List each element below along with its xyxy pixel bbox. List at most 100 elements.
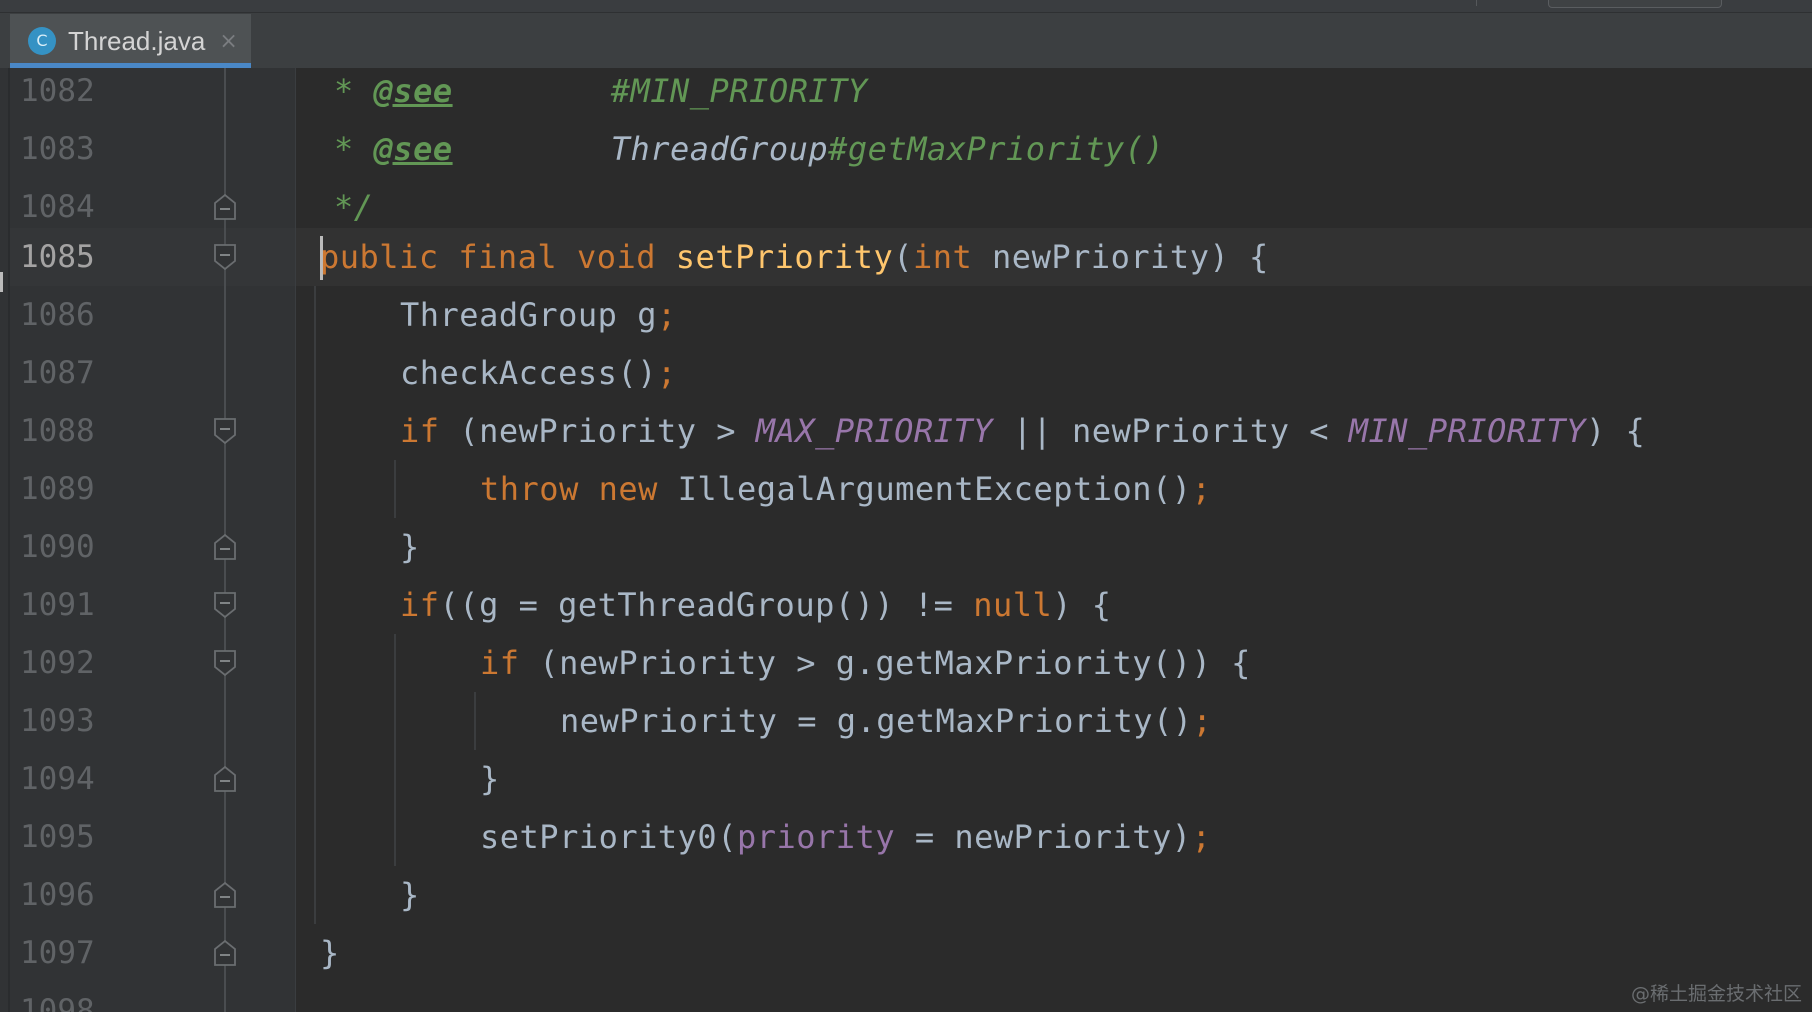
code-text: ) { — [1052, 586, 1112, 624]
doc-gap — [453, 130, 611, 168]
keyword: final — [458, 238, 558, 276]
code-line-1089: throw new IllegalArgumentException(); — [480, 460, 1211, 518]
line-number: 1082 — [20, 73, 95, 109]
field-reference[interactable]: priority — [736, 818, 896, 856]
close-icon[interactable]: × — [219, 28, 238, 54]
code-text: ) { — [1585, 412, 1646, 450]
javadoc-see-tag[interactable]: @see — [373, 130, 453, 168]
code-text: ((g = getThreadGroup()) != — [439, 586, 974, 624]
semicolon: ; — [656, 354, 677, 392]
keyword: new — [598, 470, 658, 508]
line-number: 1096 — [20, 877, 95, 913]
code-text: } — [320, 934, 340, 972]
javadoc-reference-class[interactable]: ThreadGroup — [610, 130, 829, 168]
code-text: (newPriority > g.getMaxPriority()) { — [519, 644, 1251, 682]
fold-end-icon[interactable] — [213, 533, 237, 561]
code-line-1082: * @see #MIN_PRIORITY — [334, 62, 868, 120]
javadoc-reference-member[interactable]: #getMaxPriority() — [828, 130, 1165, 168]
fold-start-icon[interactable] — [213, 417, 237, 445]
gutter-edge — [8, 68, 10, 1012]
method-name[interactable]: setPriority — [675, 238, 894, 276]
line-number: 1086 — [20, 297, 95, 333]
line-number-gutter: 1082 1083 1084 1085 1086 1087 1088 1089 … — [0, 68, 296, 1012]
code-line-1085: public final void setPriority(int newPri… — [320, 228, 1269, 286]
fold-end-icon[interactable] — [213, 881, 237, 909]
keyword: void — [576, 238, 657, 276]
code-line-1097: } — [320, 924, 340, 982]
toolbar-control[interactable] — [1548, 0, 1722, 8]
fold-end-icon[interactable] — [213, 193, 237, 221]
code-line-1083: * @see ThreadGroup#getMaxPriority() — [334, 120, 1164, 178]
code-line-1091: if((g = getThreadGroup()) != null) { — [400, 576, 1112, 634]
fold-end-icon[interactable] — [213, 939, 237, 967]
code-text: } — [400, 528, 420, 566]
indent-guide — [474, 692, 476, 750]
line-number: 1093 — [20, 703, 95, 739]
line-number: 1089 — [20, 471, 95, 507]
tab-thread-java[interactable]: C Thread.java × — [10, 14, 251, 68]
code-line-1095: setPriority0(priority = newPriority); — [480, 808, 1211, 866]
code-line-1090: } — [400, 518, 420, 576]
code-text: IllegalArgumentException() — [657, 470, 1192, 508]
line-number: 1092 — [20, 645, 95, 681]
line-number: 1084 — [20, 189, 95, 225]
text-caret — [320, 236, 323, 280]
line-number: 1097 — [20, 935, 95, 971]
javadoc-see-tag[interactable]: @see — [373, 72, 453, 110]
code-line-1088: if (newPriority > MAX_PRIORITY || newPri… — [400, 402, 1645, 460]
active-tab-indicator — [10, 63, 251, 68]
code-text: = newPriority) — [895, 818, 1192, 856]
doc-comment-end: */ — [334, 188, 374, 226]
keyword: int — [912, 238, 973, 276]
code-line-1087: checkAccess(); — [400, 344, 677, 402]
code-editor[interactable]: 1082 1083 1084 1085 1086 1087 1088 1089 … — [0, 68, 1812, 1012]
indent-guide — [394, 634, 396, 866]
tab-label: Thread.java — [68, 25, 206, 56]
line-number: 1091 — [20, 587, 95, 623]
keyword: if — [400, 586, 440, 624]
fold-start-icon[interactable] — [213, 649, 237, 677]
code-line-1084: */ — [334, 178, 374, 236]
code-text: ThreadGroup g — [400, 296, 657, 334]
constant[interactable]: MIN_PRIORITY — [1348, 412, 1586, 450]
code-text: newPriority) { — [972, 238, 1269, 276]
line-number: 1094 — [20, 761, 95, 797]
code-text: (newPriority > — [439, 412, 756, 450]
fold-start-icon[interactable] — [213, 243, 237, 271]
line-number: 1095 — [20, 819, 95, 855]
code-text: checkAccess() — [400, 354, 657, 392]
keyword: public — [320, 238, 439, 276]
code-line-1086: ThreadGroup g; — [400, 286, 677, 344]
code-line-1093: newPriority = g.getMaxPriority(); — [560, 692, 1212, 750]
line-number: 1087 — [20, 355, 95, 391]
code-text: } — [480, 760, 500, 798]
keyword: throw — [480, 470, 579, 508]
gutter-separator — [295, 68, 296, 1012]
line-number-current: 1085 — [20, 239, 95, 275]
semicolon: ; — [656, 296, 677, 334]
code-line-1096: } — [400, 866, 420, 924]
fold-end-icon[interactable] — [213, 765, 237, 793]
java-class-icon: C — [28, 27, 56, 55]
code-text: newPriority = g.getMaxPriority() — [560, 702, 1193, 740]
semicolon: ; — [1191, 470, 1212, 508]
fold-start-icon[interactable] — [213, 591, 237, 619]
doc-comment-star: * — [334, 130, 374, 168]
constant[interactable]: MAX_PRIORITY — [755, 412, 993, 450]
indent-guide — [394, 460, 396, 518]
line-number: 1098 — [20, 993, 95, 1012]
line-number: 1088 — [20, 413, 95, 449]
keyword: if — [480, 644, 520, 682]
current-line-highlight — [296, 228, 1812, 286]
code-text: setPriority0( — [480, 818, 737, 856]
keyword: null — [973, 586, 1053, 624]
doc-comment-star: * — [334, 72, 374, 110]
keyword: if — [400, 412, 440, 450]
indent-guide — [314, 286, 316, 924]
code-line-1094: } — [480, 750, 500, 808]
line-number: 1090 — [20, 529, 95, 565]
doc-gap — [453, 72, 611, 110]
code-text: || newPriority < — [992, 412, 1349, 450]
javadoc-reference[interactable]: #MIN_PRIORITY — [610, 72, 868, 110]
